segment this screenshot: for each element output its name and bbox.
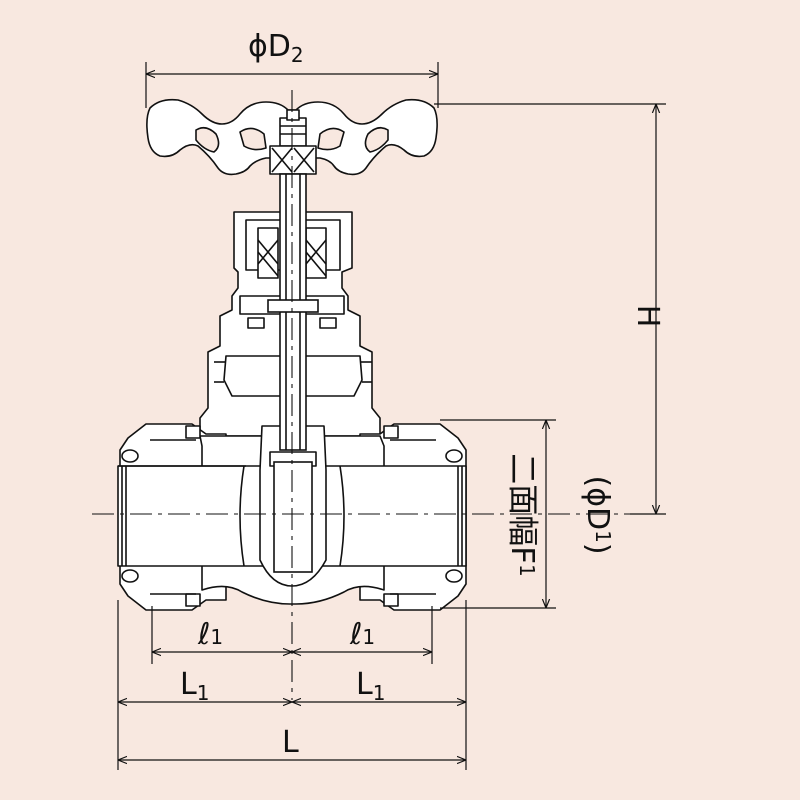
dimension-lines bbox=[117, 62, 666, 770]
label-l-small-right: ℓ1 bbox=[349, 617, 375, 652]
label-h: H bbox=[630, 305, 665, 328]
label-l-small-left: ℓ1 bbox=[197, 617, 223, 652]
label-total-length: L bbox=[282, 725, 299, 760]
valve-stem bbox=[267, 173, 319, 573]
label-phi-d2: ϕD2 bbox=[248, 29, 304, 67]
label-phi-d1: (ϕD1) bbox=[580, 475, 615, 554]
label-l1-right: L1 bbox=[356, 667, 385, 705]
label-l1-left: L1 bbox=[180, 667, 209, 705]
label-width-across-flats: 二面幅F1 bbox=[504, 453, 540, 577]
centerlines bbox=[92, 90, 630, 700]
